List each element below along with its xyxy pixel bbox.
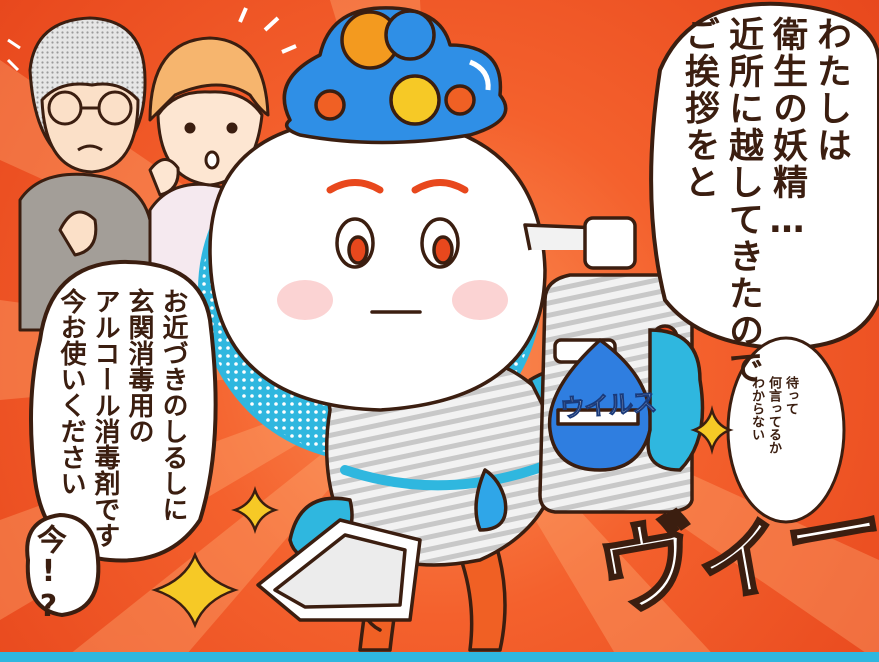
speech-bubble-ima: 今!? [31, 524, 66, 624]
speech-line: 待って [783, 376, 798, 415]
bubble-ima-shape [25, 512, 101, 618]
speech-line: 今お使いください [56, 288, 86, 496]
speech-line: 玄関消毒用の [124, 288, 154, 444]
speech-line: 何言ってるか [766, 376, 781, 454]
speech-line: わからない [749, 376, 764, 441]
speech-line: わたしは [811, 16, 851, 164]
speech-line: アルコール消毒剤です [90, 288, 120, 548]
speech-line: 近所に越してきたので [723, 16, 763, 386]
tray [256, 518, 422, 622]
sparkles [151, 405, 734, 629]
fairy-hat [282, 6, 508, 145]
speech-line: ご挨拶をと [679, 16, 719, 201]
speech-line: 衛生の妖精… [767, 16, 807, 243]
bottle-label: ウイルス [559, 387, 658, 424]
speech-bubble-main: わたしは 衛生の妖精… 近所に越してきたので ご挨拶をと [677, 16, 853, 386]
speech-bubble-small: 待って 何言ってるか わからない [748, 376, 799, 496]
fairy-hand [646, 328, 705, 472]
speech-line: お近づきのしるしに [158, 288, 188, 522]
bubble-main-shape [649, 1, 879, 351]
speech-bubble-left: お近づきのしるしに 玄関消毒用の アルコール消毒剤です 今お使いください [54, 288, 190, 548]
bottom-bar [0, 652, 879, 662]
bubble-left-shape [29, 259, 218, 563]
